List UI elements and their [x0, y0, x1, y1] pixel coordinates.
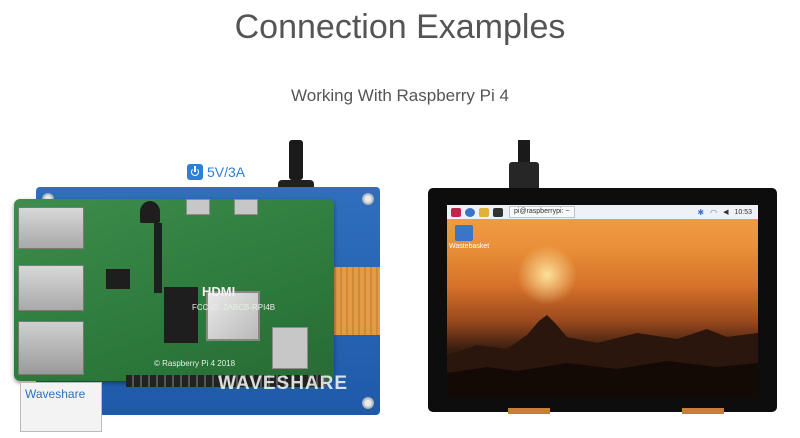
- terminal-icon: [493, 207, 503, 217]
- power-cable: [289, 140, 303, 180]
- page-title: Connection Examples: [234, 8, 566, 46]
- bluetooth-icon: ✱: [697, 207, 705, 217]
- display-front-photo: pi@raspberrypi: ~ ✱ ◠ ◀ 10:53 Wastebaske…: [428, 140, 778, 438]
- power-icon: [187, 164, 203, 180]
- brand-watermark: WAVESHARE: [218, 373, 349, 394]
- page-subtitle: Working With Raspberry Pi 4: [291, 86, 509, 105]
- micro-hdmi-port: [186, 199, 210, 215]
- taskbar-clock: 10:53: [734, 208, 752, 216]
- power-badge-label: 5V/3A: [207, 164, 246, 180]
- usb-port: [18, 265, 84, 311]
- raspberry-menu-icon: [451, 207, 461, 217]
- raspberry-pi-photo: 5V/3A HDMI FCC ID: 2ABCB-RPI4B © Raspber…: [8, 140, 393, 438]
- waveshare-sticker: Waveshare: [20, 382, 102, 432]
- screw: [362, 193, 374, 205]
- raspberry-pi-board: HDMI FCC ID: 2ABCB-RPI4B © Raspberry Pi …: [14, 199, 334, 432]
- taskbar-window: pi@raspberrypi: ~: [509, 206, 575, 218]
- volume-icon: ◀: [723, 209, 729, 216]
- power-badge: 5V/3A: [187, 164, 245, 180]
- screen-content: pi@raspberrypi: ~ ✱ ◠ ◀ 10:53 Wastebaske…: [447, 205, 758, 397]
- desktop-icon-label: Wastebasket: [449, 243, 490, 250]
- wifi-icon: ◠: [710, 207, 718, 217]
- screw: [362, 397, 374, 409]
- sunset-glow: [517, 245, 577, 305]
- fcc-text: FCC ID: 2ABCB-RPI4B: [192, 303, 276, 312]
- micro-hdmi-port: [234, 199, 258, 215]
- desktop-taskbar: pi@raspberrypi: ~ ✱ ◠ ◀ 10:53: [447, 205, 758, 219]
- ethernet-port: [18, 321, 84, 375]
- ram-chip: [164, 287, 198, 343]
- lcd-display: pi@raspberrypi: ~ ✱ ◠ ◀ 10:53 Wastebaske…: [428, 188, 777, 412]
- display-cable: [518, 140, 530, 162]
- bottom-connector: [682, 408, 724, 414]
- soc-chip: [206, 291, 260, 341]
- bottom-connector: [508, 408, 550, 414]
- audio-jack: [140, 201, 160, 223]
- wireless-module: [272, 327, 308, 369]
- usb-controller-chip: [106, 269, 130, 289]
- sticker-brand: Waveshare: [25, 387, 86, 401]
- gpio-header: [126, 375, 326, 387]
- folder-icon: [479, 207, 489, 217]
- wastebasket-icon: [455, 225, 473, 241]
- browser-icon: [465, 207, 475, 217]
- hdmi-silkscreen: HDMI: [202, 284, 236, 299]
- landscape-silhouette: [447, 315, 758, 397]
- model-text: © Raspberry Pi 4 2018: [154, 359, 236, 368]
- camera-connector: [154, 223, 162, 293]
- usb-port: [18, 207, 84, 249]
